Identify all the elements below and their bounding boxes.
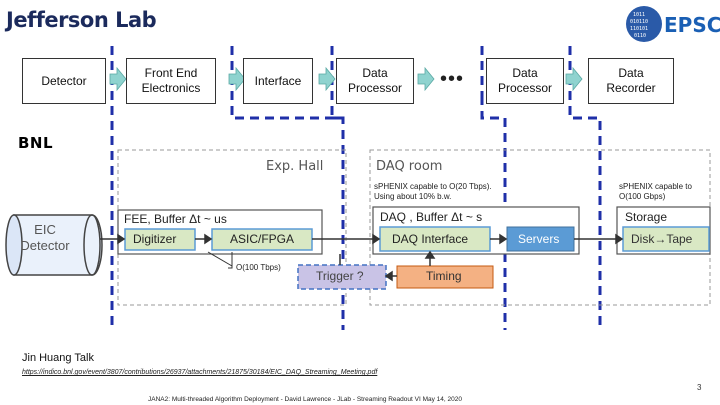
daq-buffer-label: DAQ , Buffer Δt ~ s [380,210,483,224]
digitizer-label: Digitizer [133,232,177,246]
page-number: 3 [697,383,702,392]
storage-label: Storage [625,210,668,224]
svg-text:110101: 110101 [630,26,648,32]
bnl-logo: BNL [18,134,54,152]
detector-box: Detector [22,58,106,104]
jefferson-lab-logo: Jefferson Lab [6,8,157,32]
data-processor-box-2: Data Processor [486,58,564,104]
daq-room-label: DAQ room [376,159,443,174]
eic-detector-label: EIC Detector [20,222,70,253]
svg-text:1011: 1011 [633,12,645,18]
svg-text:0110: 0110 [634,33,646,39]
sphenix-storage-note: sPHENIX capable to O(100 Gbps) [619,182,692,201]
exp-hall-label: Exp. Hall [266,159,324,174]
indico-link[interactable]: https://indico.bnl.gov/event/3807/contri… [22,369,378,376]
interface-label: Interface [254,73,302,88]
daq-interface-label: DAQ Interface [392,232,469,246]
credit-text: Jin Huang Talk [22,352,94,364]
interface-box: Interface [243,58,313,104]
asic-fpga-label: ASIC/FPGA [230,232,295,246]
chain-ellipsis: ••• [440,68,465,90]
data-recorder-box: Data Recorder [588,58,674,104]
fee-buffer-label: FEE, Buffer Δt ~ us [124,212,227,226]
detector-label: Detector [41,73,87,88]
sphenix-daq-note: sPHENIX capable to O(20 Tbps). Using abo… [374,182,492,201]
trigger-label: Trigger ? [316,269,364,283]
svg-text:010110: 010110 [630,19,648,25]
data-recorder-label: Data Recorder [606,66,656,95]
data-processor-label-1: Data Processor [347,66,403,95]
front-end-label: Front End Electronics [141,66,201,95]
data-processor-label-2: Data Processor [497,66,553,95]
data-processor-box-1: Data Processor [336,58,414,104]
servers-label: Servers [518,232,560,246]
o100-tbps-label: O(100 Tbps) [236,263,281,272]
epsci-globe-icon: 1011 010110 110101 0110 [626,6,662,42]
epsci-logo: EPSCI [664,13,720,37]
timing-label: Timing [426,269,462,283]
front-end-electronics-box: Front End Electronics [126,58,216,104]
footer-line: JANA2: Multi-threaded Algorithm Deployme… [148,396,462,403]
disk-tape-label: Disk→Tape [631,232,693,246]
